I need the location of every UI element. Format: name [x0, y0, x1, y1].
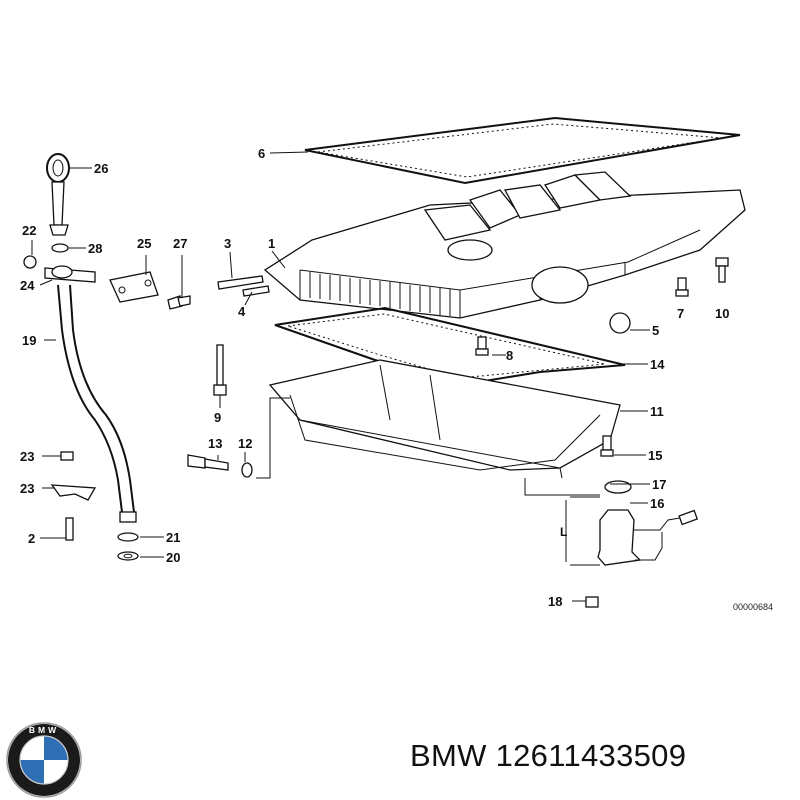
- bolt-8: [475, 336, 489, 356]
- bolt-9: [213, 344, 227, 396]
- callout-13: 13: [208, 436, 222, 451]
- callout-21: 21: [166, 530, 180, 545]
- callout-12: 12: [238, 436, 252, 451]
- bracket-25: [109, 271, 159, 303]
- callout-24: 24: [20, 278, 35, 293]
- callout-28: 28: [88, 241, 102, 256]
- washer-12: [241, 462, 253, 478]
- oil-level-sensor: [585, 480, 699, 608]
- diagram-reference-code: 00000684: [733, 602, 773, 612]
- callout-18: 18: [548, 594, 562, 609]
- callout-7: 7: [677, 306, 684, 321]
- callout-8: 8: [506, 348, 513, 363]
- lower-gasket: [274, 306, 626, 387]
- stud-2: [65, 517, 74, 541]
- callout-27: 26: [94, 161, 108, 176]
- upper-gasket: [304, 116, 741, 185]
- bolt-7: [675, 277, 689, 297]
- upper-oil-pan: [263, 171, 746, 319]
- callout-3: 3: [224, 236, 231, 251]
- callout-6: 6: [258, 146, 265, 161]
- part-number: 12611433509: [495, 738, 687, 773]
- plug-5: [609, 312, 631, 334]
- callout-4: 4: [238, 304, 246, 319]
- callout-19: 19: [22, 333, 36, 348]
- lower-oil-pan: [268, 359, 621, 479]
- bracket-24: [23, 255, 96, 283]
- bolt-15: [600, 435, 614, 457]
- washer-20: [117, 551, 139, 561]
- washer-21: [117, 532, 139, 542]
- callout-22: 23: [20, 481, 34, 496]
- callout-20: 20: [166, 550, 180, 565]
- brand-name: BMW: [410, 738, 487, 773]
- dimension-marker: L: [560, 496, 600, 566]
- dipstick-guide-tube: [57, 284, 137, 523]
- bolt-4: [242, 285, 270, 297]
- callout-1: 1: [268, 236, 275, 251]
- callout-23-top: 22: [22, 223, 36, 238]
- callout-23-bottom: 23: [20, 449, 34, 464]
- callout-15: 15: [648, 448, 662, 463]
- callout-11: 11: [650, 404, 664, 419]
- dipstick: [46, 153, 70, 236]
- callout-17: 17: [652, 477, 666, 492]
- bolt-3: [217, 275, 264, 290]
- callout-10: 10: [715, 306, 729, 321]
- callout-25: 25: [137, 236, 151, 251]
- dimension-label: L: [560, 525, 567, 539]
- drain-plug-13: [187, 454, 229, 471]
- nut-23: [60, 451, 74, 461]
- o-ring-28: [51, 243, 69, 253]
- callout-labels: 6 1 3 4 5 7 10 8 14 11 15 9 13 12 17 16 …: [20, 146, 729, 609]
- svg-text:BMW: BMW: [29, 725, 59, 735]
- callout-2: 2: [28, 531, 35, 546]
- bolt-10: [715, 257, 729, 283]
- bolt-26: [167, 295, 191, 310]
- bmw-logo-icon: BMW: [6, 722, 82, 798]
- clip-22: [50, 484, 97, 501]
- callout-26: 27: [173, 236, 187, 251]
- callout-16: 16: [650, 496, 664, 511]
- callout-5: 5: [652, 323, 659, 338]
- leader-lines: [31, 151, 650, 602]
- brand-part-number-caption: BMW 12611433509: [410, 738, 686, 774]
- callout-9: 9: [214, 410, 221, 425]
- callout-14: 14: [650, 357, 665, 372]
